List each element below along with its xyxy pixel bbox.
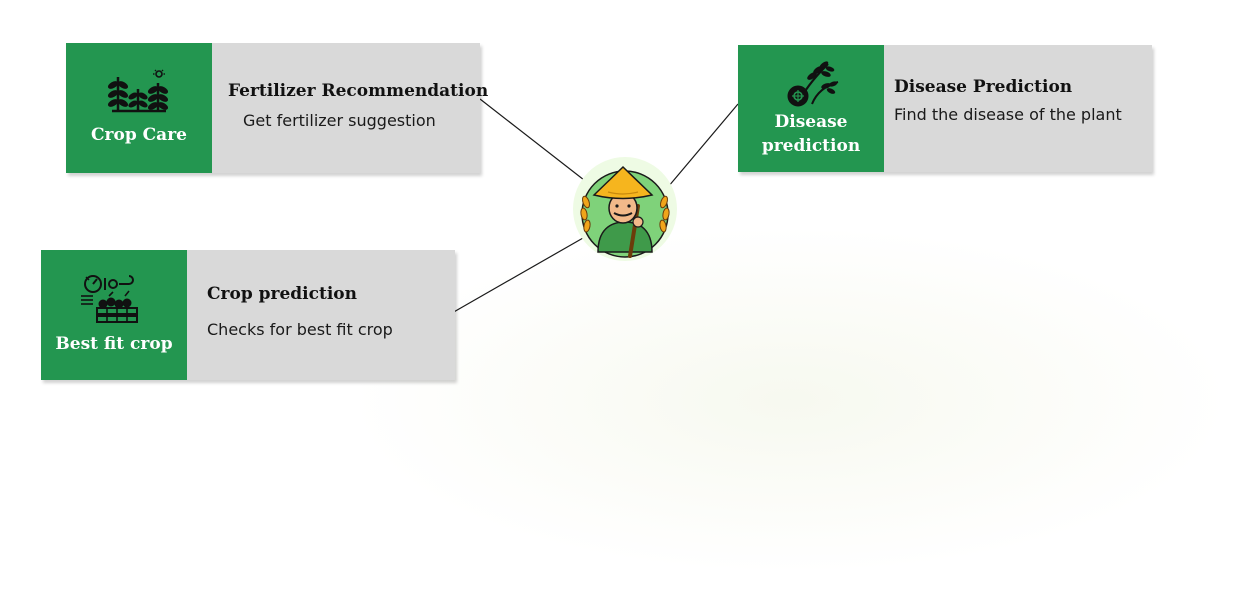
background-watermark bbox=[360, 230, 1220, 570]
hoe-icon bbox=[628, 204, 640, 258]
crop-card-description: Checks for best fit crop bbox=[207, 320, 393, 339]
crop-care-label: Crop Care bbox=[91, 125, 187, 145]
connector-fertilizer bbox=[479, 98, 603, 195]
disease-card-description: Find the disease of the plant bbox=[894, 105, 1122, 124]
farmer-hat bbox=[592, 165, 654, 200]
disease-prediction-label: Disease prediction bbox=[762, 110, 860, 158]
disease-label-line1: Disease bbox=[774, 111, 848, 132]
disease-label-line2: prediction bbox=[761, 135, 861, 156]
fertilizer-card-body: Fertilizer Recommendation Get fertilizer… bbox=[212, 43, 498, 173]
connector-crop bbox=[451, 233, 591, 314]
plant-disease-icon bbox=[787, 60, 839, 106]
disease-card-body: Disease Prediction Find the disease of t… bbox=[884, 45, 1152, 172]
crop-prediction-card[interactable]: Best fit crop Crop prediction Checks for… bbox=[41, 250, 455, 380]
fertilizer-card-description: Get fertilizer suggestion bbox=[243, 111, 436, 130]
disease-card-title: Disease Prediction bbox=[894, 77, 1073, 97]
crop-care-tile[interactable]: Crop Care bbox=[66, 43, 212, 173]
crop-harvest-icon bbox=[81, 275, 138, 323]
crop-card-title: Crop prediction bbox=[207, 284, 357, 304]
crop-care-icon bbox=[107, 69, 169, 113]
fertilizer-recommendation-card[interactable]: Crop Care Fertilizer Recommendation Get … bbox=[66, 43, 488, 173]
best-fit-crop-tile[interactable]: Best fit crop bbox=[41, 250, 187, 380]
wheat-laurel-icon bbox=[580, 195, 670, 233]
crop-card-body: Crop prediction Checks for best fit crop bbox=[187, 250, 455, 380]
best-fit-crop-label: Best fit crop bbox=[55, 334, 173, 354]
disease-prediction-tile[interactable]: Disease prediction bbox=[738, 45, 884, 172]
farmer-icon[interactable] bbox=[572, 156, 678, 262]
disease-prediction-card[interactable]: Disease prediction Disease Prediction Fi… bbox=[738, 45, 1152, 172]
fertilizer-card-title: Fertilizer Recommendation bbox=[228, 81, 489, 101]
